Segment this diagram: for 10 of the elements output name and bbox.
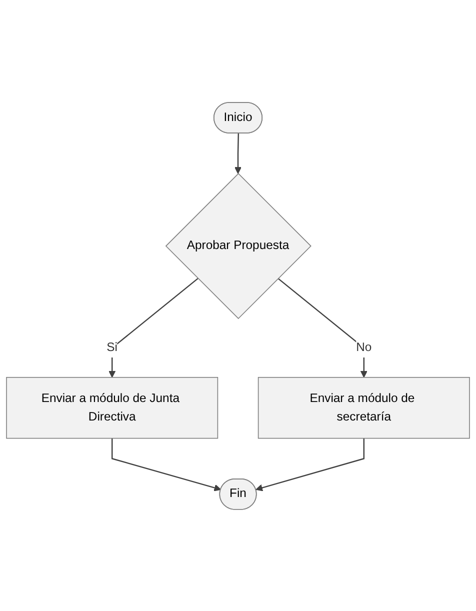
- edge-label: Si: [106, 340, 118, 354]
- arrow: [278, 278, 368, 378]
- edge-label: No: [356, 340, 372, 354]
- arrow: [234, 132, 242, 174]
- node-box: Enviar a módulo de secretaría: [258, 376, 470, 438]
- node-diamond: Aprobar Propuesta: [165, 172, 312, 319]
- arrow: [256, 438, 364, 491]
- node-box: Enviar a módulo de Junta Directiva: [6, 376, 218, 438]
- arrow: [108, 278, 198, 378]
- arrow: [112, 438, 222, 491]
